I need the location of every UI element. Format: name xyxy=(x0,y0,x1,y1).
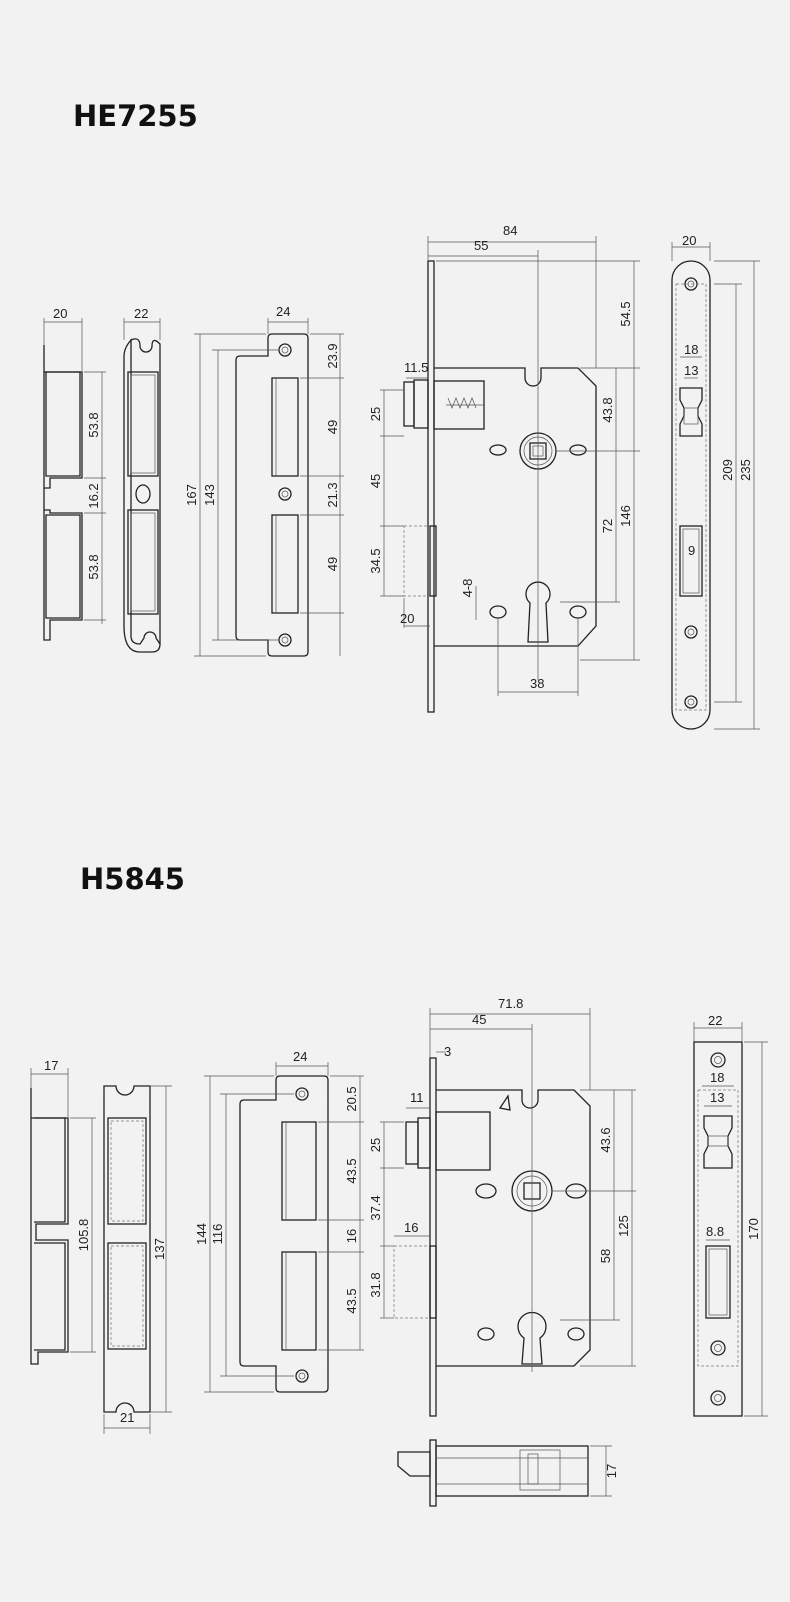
dim: 20 xyxy=(400,611,414,626)
dim: 8.8 xyxy=(706,1224,724,1239)
dim: 105.8 xyxy=(76,1219,91,1252)
dim: 209 xyxy=(720,459,735,481)
he7255-drawings: 20 53.8 16.2 53.8 22 xyxy=(43,223,760,730)
dim: 43.5 xyxy=(344,1158,359,1183)
dim: 31.8 xyxy=(368,1272,383,1297)
dim: 20 xyxy=(53,306,67,321)
dim: 43.8 xyxy=(600,397,615,422)
he7255-strike-profile xyxy=(43,318,106,641)
dim: 55 xyxy=(474,238,488,253)
section-title-h5845: H5845 xyxy=(80,862,185,896)
dim: 45 xyxy=(368,474,383,488)
dim: 24 xyxy=(293,1049,307,1064)
dim: 17 xyxy=(44,1058,58,1073)
dim: 72 xyxy=(600,519,615,533)
dim: 18 xyxy=(684,342,698,357)
dim: 43.5 xyxy=(344,1288,359,1313)
h5845-lock-body xyxy=(380,1008,636,1417)
dim: 11.5 xyxy=(404,360,428,375)
dim: 18 xyxy=(710,1070,724,1085)
dim: 143 xyxy=(202,484,217,506)
dim: 25 xyxy=(368,407,383,421)
dim: 21.3 xyxy=(325,482,340,507)
dim: 45 xyxy=(472,1012,486,1027)
dim: 170 xyxy=(746,1218,761,1240)
dim: 16 xyxy=(404,1220,418,1235)
dim: 24 xyxy=(276,304,290,319)
dim: 22 xyxy=(134,306,148,321)
dim: 49 xyxy=(325,557,340,571)
dim: 9 xyxy=(688,543,695,558)
dim: 38 xyxy=(530,676,544,691)
dim: 34.5 xyxy=(368,548,383,573)
dim: 125 xyxy=(616,1215,631,1237)
section-title-he7255: HE7255 xyxy=(73,99,198,133)
dim: 16.2 xyxy=(86,483,101,508)
dim: 13 xyxy=(684,363,698,378)
dim: 21 xyxy=(120,1410,134,1425)
h5845-side-view xyxy=(397,1439,612,1507)
dim: 144 xyxy=(194,1223,209,1245)
h5845-strike-profile xyxy=(30,1068,96,1365)
dim: 84 xyxy=(503,223,517,238)
dim: 20.5 xyxy=(344,1086,359,1111)
he7255-strike-plate xyxy=(194,318,344,657)
dim: 4-8 xyxy=(460,579,475,598)
h5845-drawings: 17 105.8 137 21 xyxy=(30,996,768,1507)
dim: 53.8 xyxy=(86,554,101,579)
dim: 49 xyxy=(325,420,340,434)
dim: 13 xyxy=(710,1090,724,1105)
dim: 54.5 xyxy=(618,301,633,326)
dim: 11 xyxy=(410,1090,424,1105)
he7255-strike-box xyxy=(123,318,161,653)
dim: 20 xyxy=(682,233,696,248)
dim: 116 xyxy=(210,1224,225,1245)
he7255-faceplate xyxy=(671,242,760,730)
dim: 16 xyxy=(344,1229,359,1243)
dim: 37.4 xyxy=(368,1195,383,1220)
dim: 58 xyxy=(598,1249,613,1263)
dim: 23.9 xyxy=(325,343,340,368)
dim: 167 xyxy=(184,484,199,506)
dim: 17 xyxy=(604,1464,619,1478)
dim: 71.8 xyxy=(498,996,523,1011)
dim: 53.8 xyxy=(86,412,101,437)
h5845-faceplate xyxy=(693,1022,768,1417)
dim: 3 xyxy=(444,1044,451,1059)
dim: 43.6 xyxy=(598,1127,613,1152)
h5845-strike-box xyxy=(103,1085,172,1434)
he7255-lock-body xyxy=(380,236,640,713)
dim: 146 xyxy=(618,505,633,527)
dim: 137 xyxy=(152,1238,167,1260)
dim: 22 xyxy=(708,1013,722,1028)
dim: 235 xyxy=(738,459,753,481)
dim: 25 xyxy=(368,1138,383,1152)
h5845-strike-plate xyxy=(204,1062,364,1393)
